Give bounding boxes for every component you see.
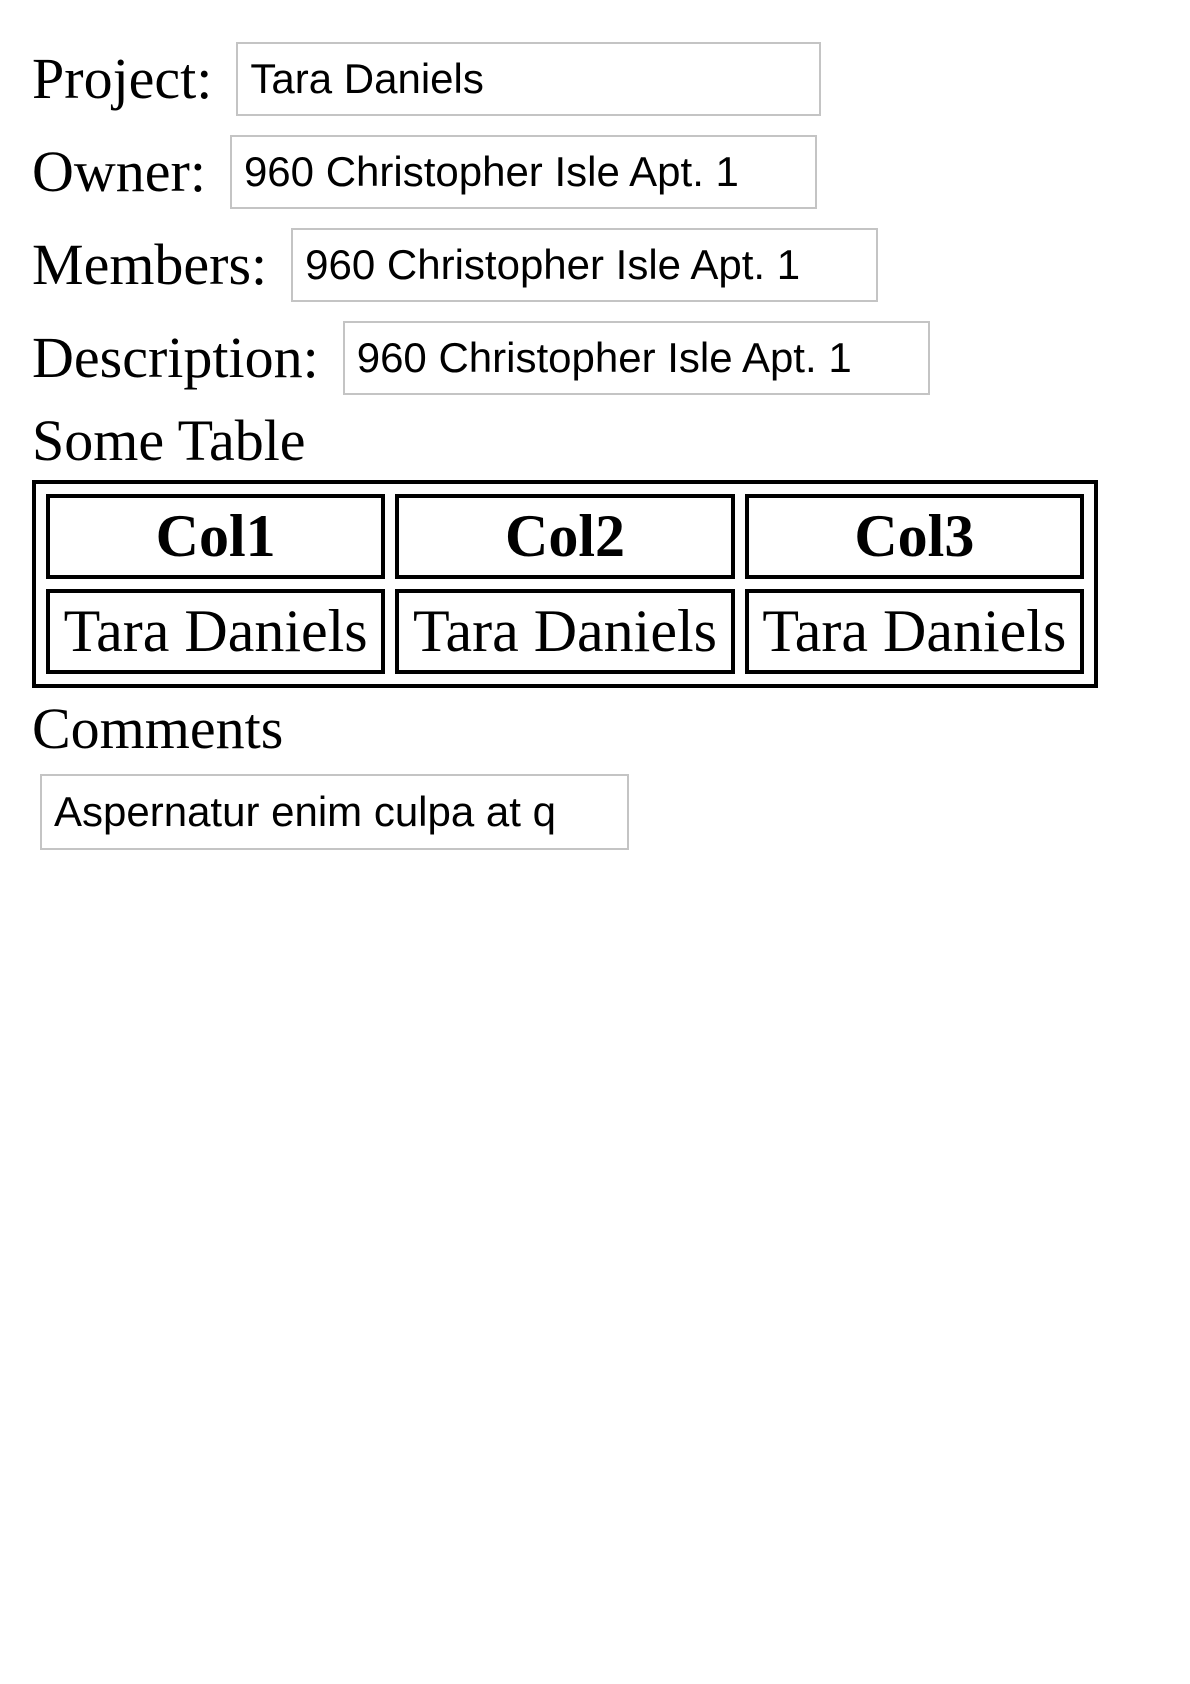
some-table: Col1 Col2 Col3 Tara Daniels Tara Daniels… — [32, 480, 1098, 688]
owner-label: Owner: — [32, 138, 206, 204]
description-label: Description: — [32, 324, 319, 390]
table-row: Tara Daniels Tara Daniels Tara Daniels — [46, 589, 1084, 674]
column-header-col3: Col3 — [744, 494, 1084, 579]
description-row: Description: — [32, 319, 1152, 396]
project-row: Project: — [32, 40, 1152, 117]
table-cell: Tara Daniels — [46, 589, 386, 674]
project-input[interactable] — [236, 41, 822, 116]
table-header-row: Col1 Col2 Col3 — [46, 494, 1084, 579]
comments-title: Comments — [32, 696, 284, 761]
description-input[interactable] — [342, 320, 930, 395]
members-label: Members: — [32, 231, 268, 297]
comments-input[interactable] — [40, 774, 629, 850]
column-header-col2: Col2 — [395, 494, 735, 579]
table-cell: Tara Daniels — [744, 589, 1084, 674]
table-title: Some Table — [32, 408, 306, 473]
column-header-col1: Col1 — [46, 494, 386, 579]
owner-input[interactable] — [229, 134, 817, 209]
members-row: Members: — [32, 226, 1152, 303]
table-cell: Tara Daniels — [395, 589, 735, 674]
members-input[interactable] — [291, 227, 879, 302]
owner-row: Owner: — [32, 133, 1152, 210]
project-label: Project: — [32, 45, 213, 111]
project-form: Project: Owner: Members: Description: So… — [32, 40, 1152, 850]
